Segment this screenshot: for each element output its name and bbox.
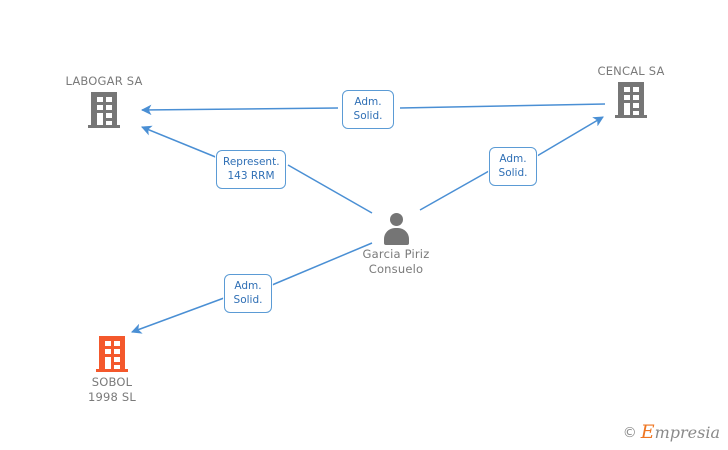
building-icon <box>96 335 128 372</box>
edge-label-person-to-labogar[interactable]: Represent. 143 RRM <box>216 150 286 189</box>
node-sobol-icon-wrap <box>52 333 172 373</box>
building-icon <box>88 91 120 128</box>
node-person-garcia-piriz-consuelo[interactable]: Garcia Piriz Consuelo <box>336 211 456 277</box>
building-icon <box>615 81 647 118</box>
person-icon <box>381 212 411 245</box>
edge-label-person-to-sobol[interactable]: Adm. Solid. <box>224 274 272 313</box>
brand-rest: mpresia <box>654 423 720 442</box>
node-person-icon-wrap <box>336 211 456 245</box>
node-labogar-label: LABOGAR SA <box>65 74 143 88</box>
node-labogar[interactable]: LABOGAR SA <box>44 74 164 129</box>
edge-person-to-cencal[interactable] <box>419 116 604 211</box>
edge-person-to-labogar[interactable] <box>141 125 373 214</box>
copyright-icon: © <box>622 424 637 441</box>
edge-person-to-sobol[interactable] <box>131 242 373 334</box>
edge-label-person-to-cencal[interactable]: Adm. Solid. <box>489 147 537 186</box>
node-sobol-label: SOBOL 1998 SL <box>87 375 137 404</box>
brand-initial: E <box>640 421 655 443</box>
edge-cencal-to-labogar[interactable] <box>140 103 606 116</box>
node-labogar-icon-wrap <box>44 89 164 129</box>
node-person-label: Garcia Piriz Consuelo <box>362 247 430 276</box>
node-cencal-label: CENCAL SA <box>597 64 665 78</box>
brand-wordmark: Empresia <box>641 423 720 442</box>
node-sobol[interactable]: SOBOL 1998 SL <box>52 333 172 405</box>
node-cencal[interactable]: CENCAL SA <box>571 64 691 119</box>
node-cencal-icon-wrap <box>571 79 691 119</box>
empresia-watermark: © Empresia <box>623 423 720 442</box>
edge-label-cencal-to-labogar[interactable]: Adm. Solid. <box>342 90 394 129</box>
